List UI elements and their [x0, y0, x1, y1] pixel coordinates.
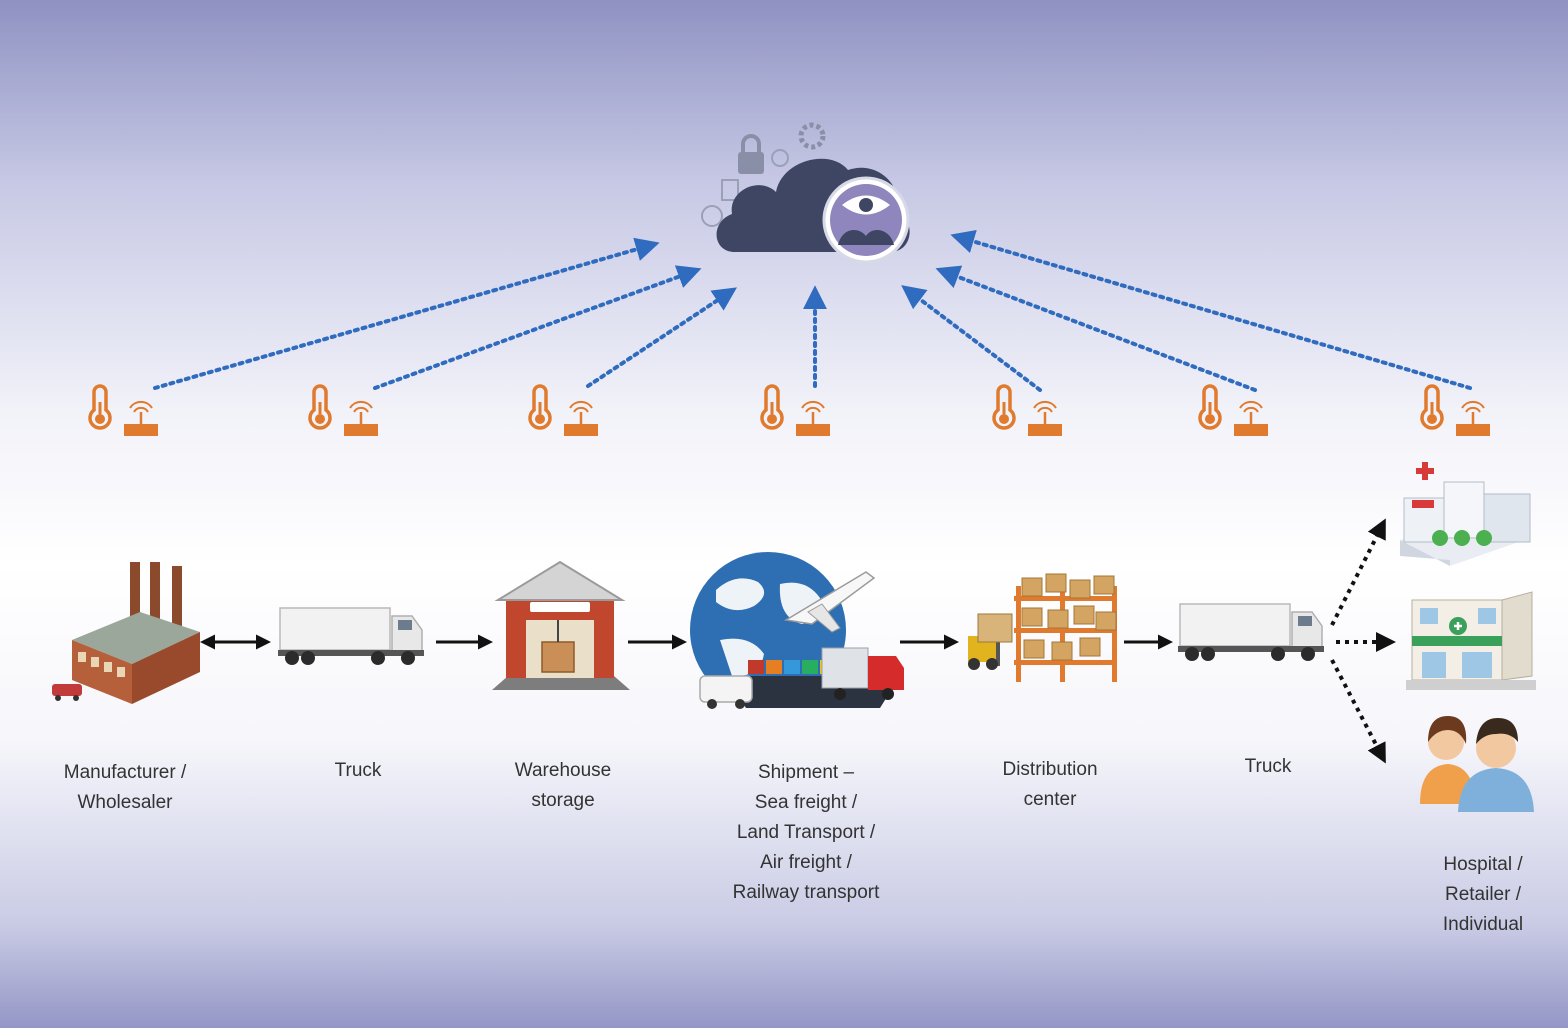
label-line: Railway transport — [732, 882, 880, 903]
warehouse-icon — [492, 560, 630, 690]
thermometer-transmitter-icon — [308, 384, 378, 436]
label-line: Warehouse — [514, 760, 612, 781]
label-line: Shipment – — [757, 762, 855, 783]
branch-arrow — [1330, 518, 1386, 626]
label-warehouse: Warehouse storage — [515, 756, 611, 816]
label-line: storage — [531, 790, 595, 811]
thermometer-transmitter-icon — [528, 384, 598, 436]
hospital-building-icon — [1400, 462, 1531, 566]
label-line: Manufacturer / — [63, 762, 187, 783]
thermometer-transmitter-icon — [1420, 384, 1490, 436]
branch-arrow — [1330, 659, 1386, 764]
label-destination: Hospital / Retailer / Individual — [1443, 850, 1523, 940]
sensor-cloud-link — [950, 229, 1472, 390]
label-line: Air freight / — [760, 852, 852, 873]
sensor-cloud-link — [901, 285, 1042, 392]
label-manufacturer: Manufacturer / Wholesaler — [64, 758, 187, 818]
label-shipment: Shipment – Sea freight / Land Transport … — [733, 758, 880, 908]
label-line: center — [1023, 789, 1077, 810]
truck-icon — [278, 607, 424, 665]
thermometer-transmitter-icon — [992, 384, 1062, 436]
label-line: Truck — [334, 760, 382, 781]
truck-icon — [1178, 603, 1324, 661]
label-truck-2: Truck — [1245, 752, 1292, 782]
pharmacy-building-icon — [1406, 591, 1536, 690]
destination-group-icon — [1400, 462, 1536, 812]
people-icon — [1420, 716, 1534, 812]
distribution-shelves-icon — [968, 573, 1117, 682]
factory-icon — [52, 562, 200, 704]
label-line: Distribution — [1002, 759, 1098, 780]
cloud-monitoring-icon — [701, 122, 910, 264]
label-line: Retailer / — [1444, 884, 1522, 905]
sensor-cloud-link — [373, 265, 702, 390]
label-line: Wholesaler — [77, 792, 173, 813]
label-line: Individual — [1442, 914, 1524, 935]
thermometer-transmitter-icon — [88, 384, 158, 436]
thermometer-transmitter-icon — [1198, 384, 1268, 436]
label-line: Hospital / — [1443, 854, 1523, 875]
sensor-cloud-link — [586, 287, 738, 388]
sensor-cloud-link — [153, 237, 660, 390]
label-line: Sea freight / — [754, 792, 858, 813]
label-truck-1: Truck — [335, 756, 382, 786]
label-line: Land Transport / — [736, 822, 876, 843]
globe-transport-icon — [690, 552, 904, 709]
sensor-cloud-link — [935, 265, 1257, 392]
thermometer-transmitter-icon — [760, 384, 830, 436]
label-line: Truck — [1244, 756, 1292, 777]
label-distribution: Distribution center — [1002, 755, 1097, 815]
